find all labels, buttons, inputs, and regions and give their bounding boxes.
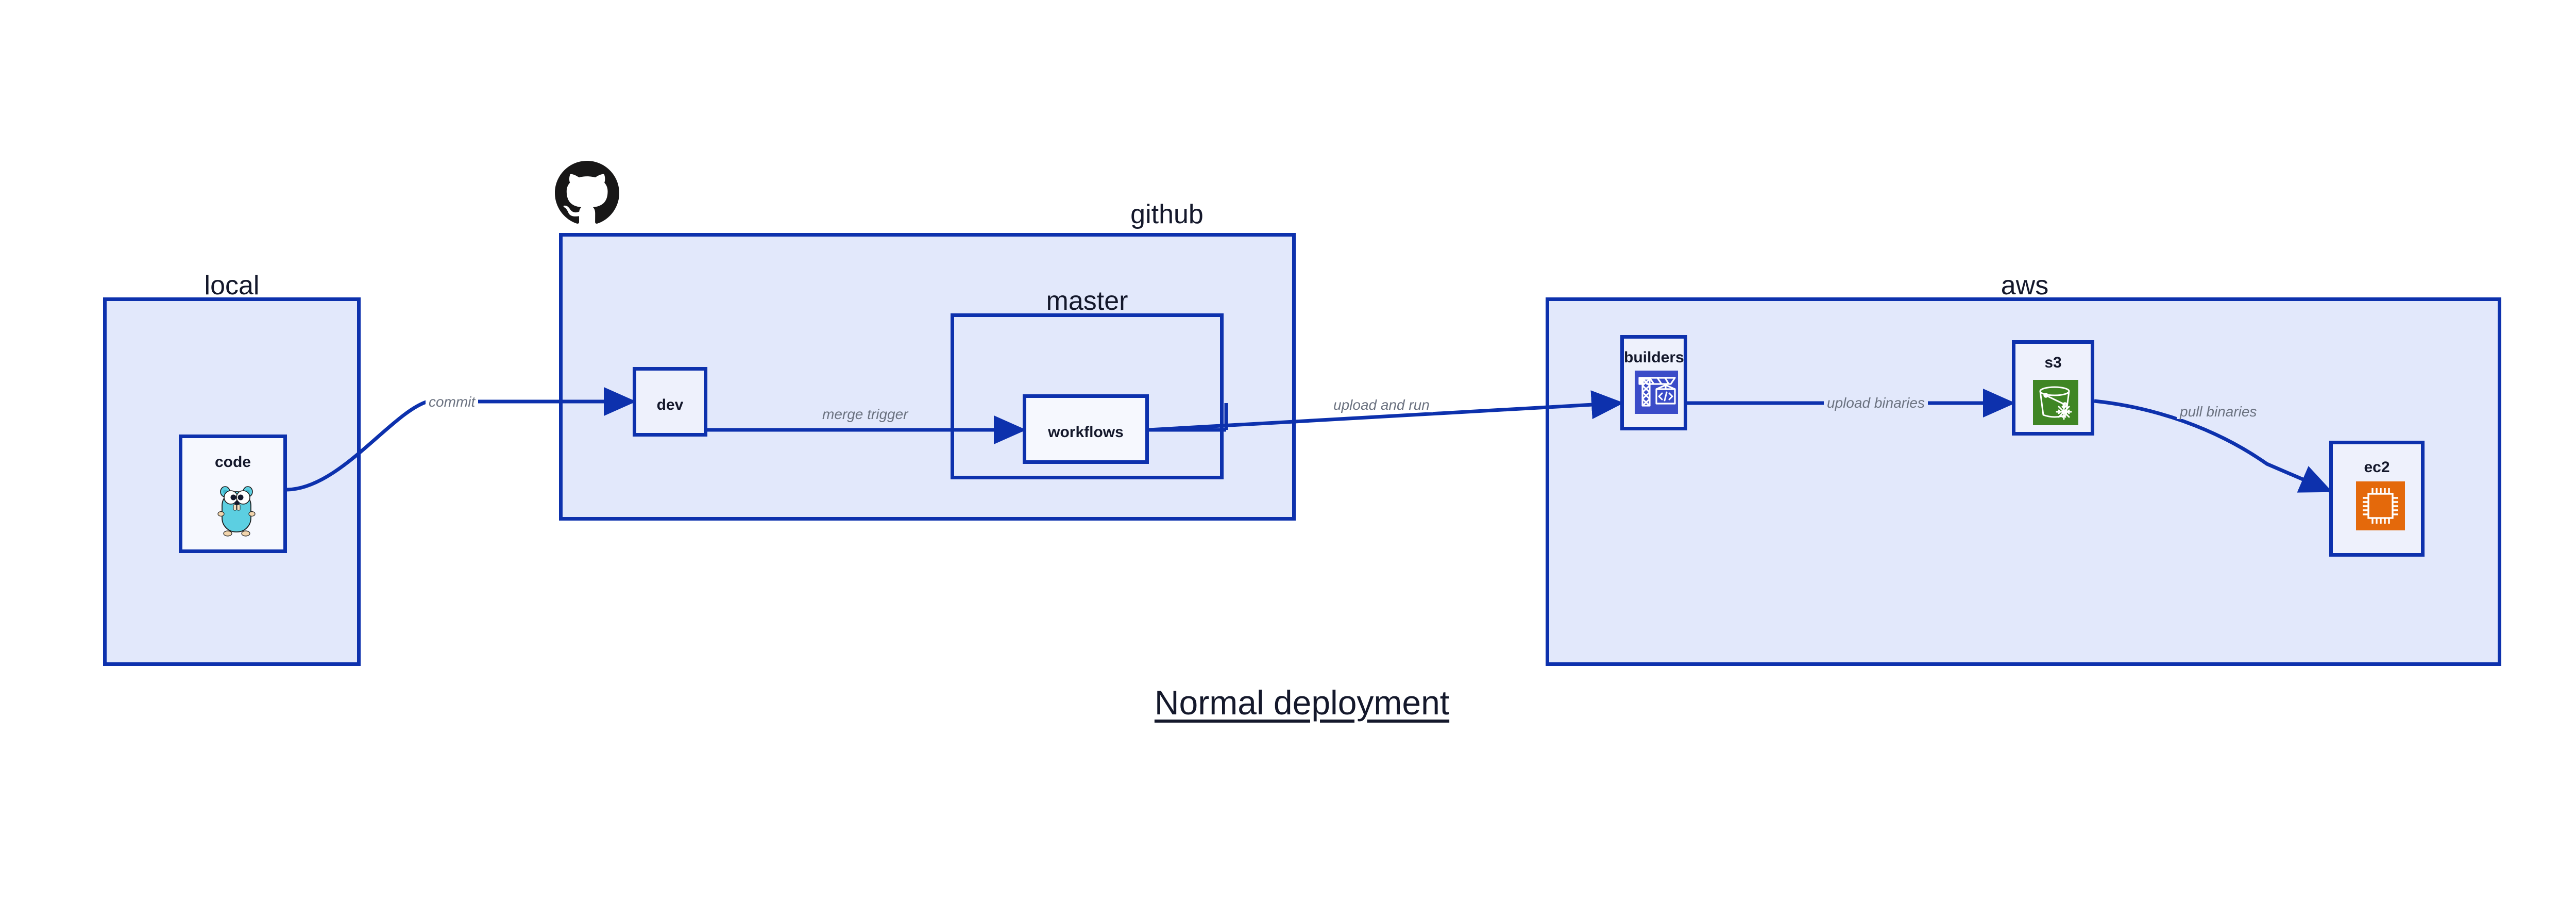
node-box-workflows[interactable]: workflows bbox=[1023, 394, 1149, 464]
group-label-aws: aws bbox=[2001, 271, 2049, 300]
edge-label-upload-and-run: upload and run bbox=[1330, 398, 1433, 412]
node-label-builders: builders bbox=[1624, 349, 1684, 366]
node-box-s3[interactable]: s3 bbox=[2012, 340, 2094, 436]
s3-glacier-bucket-icon bbox=[2033, 380, 2078, 425]
edge-label-merge-trigger: merge trigger bbox=[819, 407, 911, 422]
node-label-s3: s3 bbox=[2044, 354, 2062, 371]
crane-code-icon bbox=[1635, 371, 1678, 414]
node-label-code: code bbox=[214, 454, 251, 471]
cpu-chip-icon bbox=[2356, 481, 2405, 530]
edge-commit-arrow bbox=[286, 387, 636, 492]
edge-label-upload-binaries: upload binaries bbox=[1824, 396, 1928, 410]
go-gopher-icon bbox=[211, 480, 262, 542]
edge-pull-binaries-arrow bbox=[2094, 399, 2333, 493]
node-label-workflows: workflows bbox=[1048, 424, 1124, 441]
group-label-github: github bbox=[1130, 199, 1204, 229]
node-box-builders[interactable]: builders bbox=[1620, 335, 1687, 430]
group-label-master: master bbox=[1046, 286, 1128, 316]
group-label-local: local bbox=[204, 271, 260, 300]
node-label-ec2: ec2 bbox=[2364, 459, 2390, 476]
diagram-title: Normal deployment bbox=[1154, 683, 1450, 722]
node-box-ec2[interactable]: ec2 bbox=[2329, 441, 2425, 557]
node-label-dev: dev bbox=[656, 396, 684, 413]
edge-label-commit: commit bbox=[426, 395, 479, 409]
node-box-code[interactable]: code bbox=[179, 435, 287, 553]
edge-label-pull-binaries: pull binaries bbox=[2177, 405, 2260, 419]
github-octocat-icon bbox=[555, 161, 619, 225]
